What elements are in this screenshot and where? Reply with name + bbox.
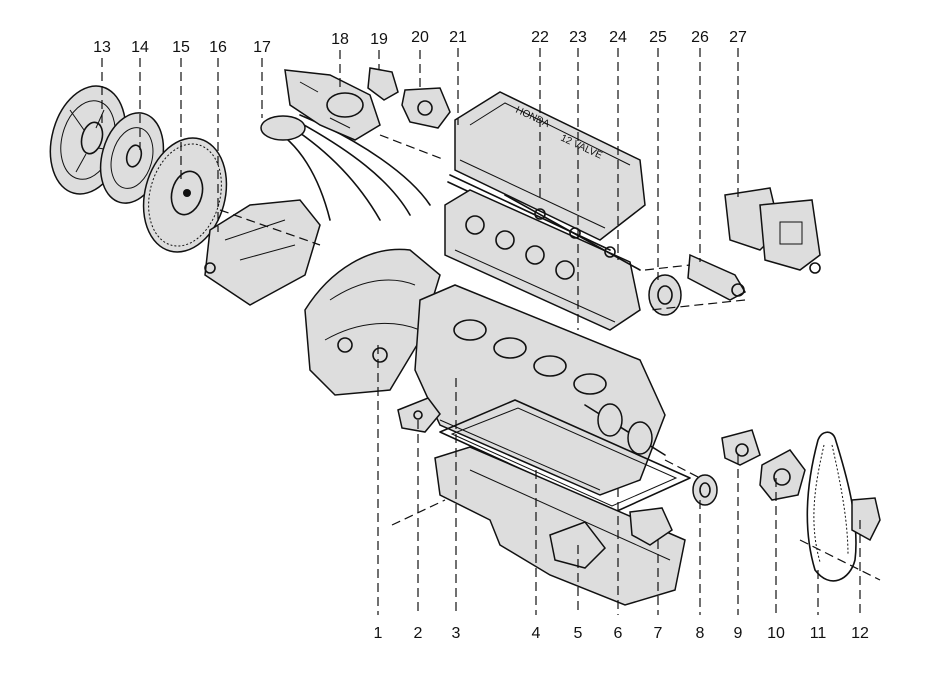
callout-9: 9	[734, 625, 743, 642]
callout-7: 7	[654, 625, 663, 642]
ignition-leads	[260, 114, 431, 221]
cylinder-head	[444, 189, 641, 331]
sensor	[367, 67, 399, 101]
timing-belt	[806, 431, 857, 582]
bracket	[397, 397, 441, 433]
callout-5: 5	[574, 625, 583, 642]
timing-belt-tensioner	[721, 429, 761, 466]
manifold	[304, 248, 441, 396]
cylinder-block	[414, 284, 666, 496]
callout-16: 16	[209, 39, 227, 56]
camshaft-pulley	[648, 274, 682, 316]
callout-23: 23	[569, 29, 587, 46]
crankshaft-pulley	[692, 474, 718, 506]
camshaft	[504, 194, 641, 271]
rear-plate	[204, 199, 321, 306]
callout-4: 4	[532, 625, 541, 642]
callout-20: 20	[411, 29, 429, 46]
flywheel	[142, 137, 228, 253]
callout-13: 13	[93, 39, 111, 56]
callout-2: 2	[414, 625, 423, 642]
callout-3: 3	[452, 625, 461, 642]
callout-21: 21	[449, 29, 467, 46]
distributor-drive-housing	[687, 253, 747, 301]
water-pump	[759, 449, 806, 501]
leader-lines	[101, 48, 881, 615]
camshaft-cover: HONDA 12 VALVE	[454, 91, 646, 241]
callout-19: 19	[370, 31, 388, 48]
oil-sump	[434, 446, 686, 606]
engine-mounting	[724, 187, 821, 274]
callout-18: 18	[331, 31, 349, 48]
callout-labels: 1 2 3 4 5 6 7 8 9 10 11 12 13 14 15 16 1…	[93, 29, 869, 642]
callout-27: 27	[729, 29, 747, 46]
callout-24: 24	[609, 29, 627, 46]
callout-15: 15	[172, 39, 190, 56]
callout-25: 25	[649, 29, 667, 46]
callout-22: 22	[531, 29, 549, 46]
callout-17: 17	[253, 39, 271, 56]
callout-10: 10	[767, 625, 785, 642]
callout-8: 8	[696, 625, 705, 642]
distributor	[284, 69, 381, 141]
callout-14: 14	[131, 39, 149, 56]
callout-26: 26	[691, 29, 709, 46]
callout-6: 6	[614, 625, 623, 642]
thermostat-housing	[401, 87, 451, 129]
crankshaft	[584, 403, 666, 456]
callout-1: 1	[374, 625, 383, 642]
callout-11: 11	[810, 625, 827, 642]
belt-cover-bracket	[851, 497, 881, 542]
callout-12: 12	[851, 625, 869, 642]
